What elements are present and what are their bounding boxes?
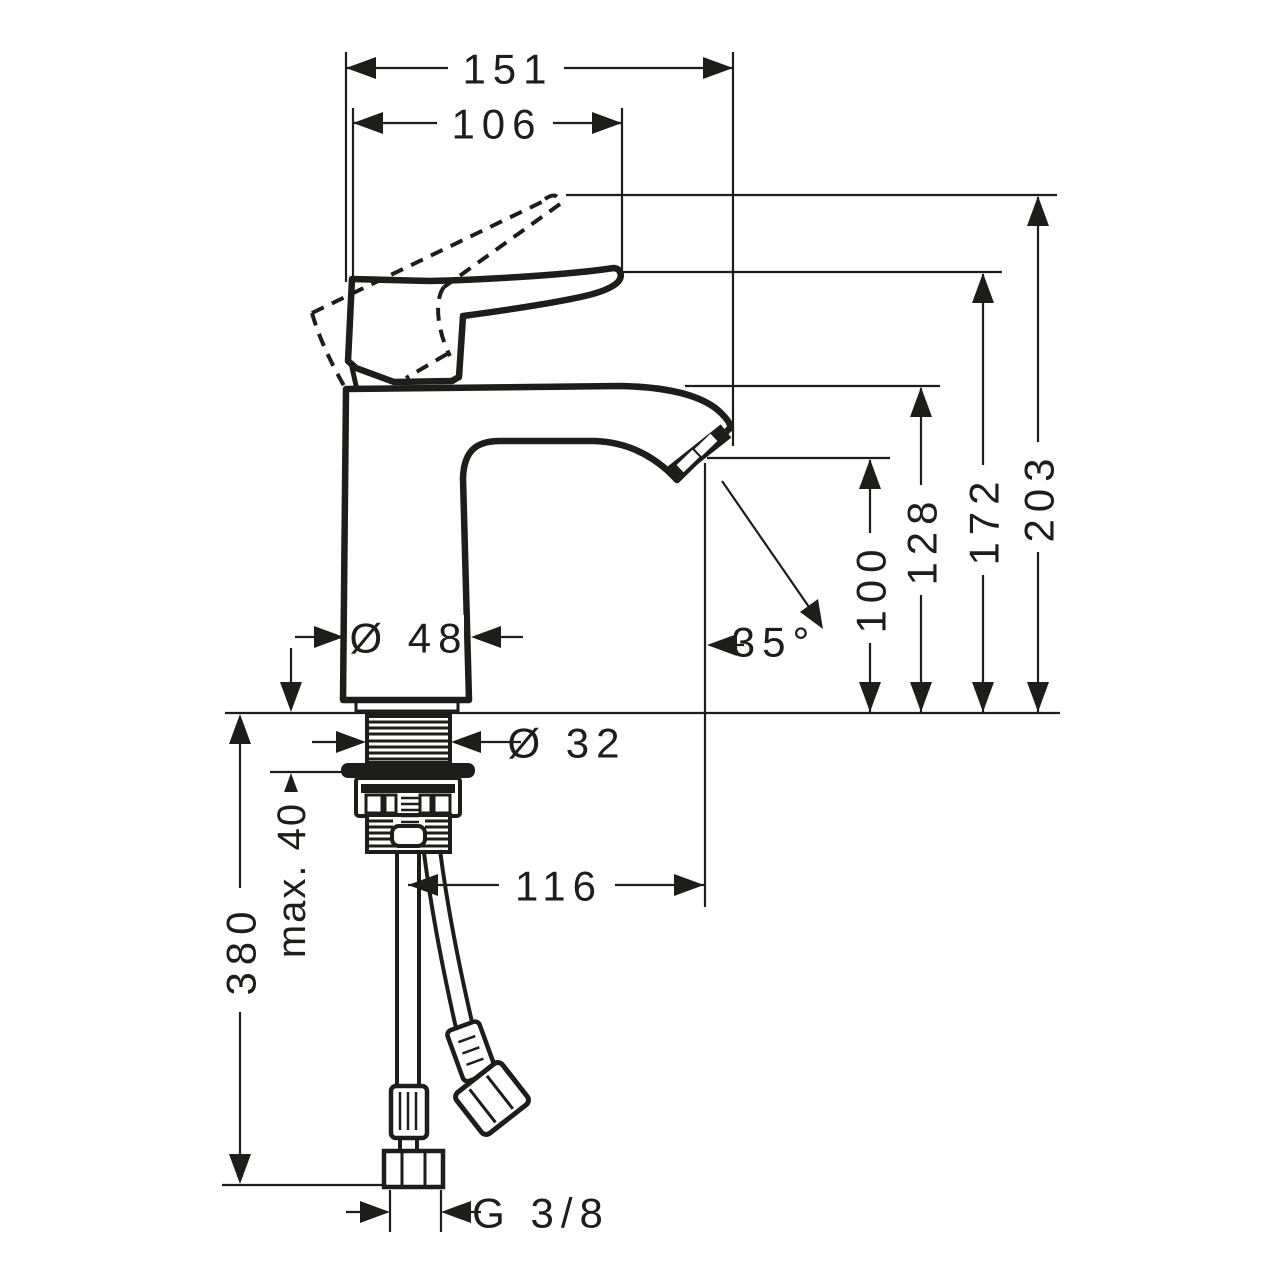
dim-handle-projection-label: 106: [451, 101, 542, 148]
dim-outlet-height-label: 100: [848, 542, 895, 633]
dim-outlet-angle-label: 35°: [732, 619, 817, 666]
dim-max-mounting-thickness: max. 40: [269, 648, 342, 968]
dim-hose-length-label: 380: [218, 904, 265, 995]
dim-spout-height-label: 128: [899, 494, 946, 585]
fixing-screw: [390, 796, 427, 848]
faucet-handle-raised-dashed: [310, 193, 562, 393]
supply-hose-diagonal: [422, 849, 531, 1137]
dim-hose-length: 380: [218, 714, 392, 1187]
dim-body-diameter: Ø 48: [295, 615, 523, 662]
dim-overall-height-label: 203: [1016, 451, 1063, 542]
dim-handle-height: 172: [623, 270, 1008, 712]
dim-connection-thread: G 3/8: [346, 1190, 610, 1237]
dim-outlet-height: 100: [707, 456, 895, 712]
mounting-hardware: [341, 714, 475, 854]
hose-angled-nut: [453, 1060, 531, 1137]
dim-connection-thread-label: G 3/8: [472, 1190, 610, 1237]
aerator: [667, 424, 732, 480]
dim-overall-height: 203: [566, 193, 1063, 712]
dim-max-thickness-label: max. 40: [270, 802, 314, 958]
dim-shank-diameter-label: Ø 32: [507, 720, 626, 767]
faucet-handle: [344, 264, 624, 386]
hose-nut: [381, 1148, 446, 1190]
dim-shank-diameter: Ø 32: [312, 720, 626, 767]
faucet-figure: [310, 193, 734, 1190]
handle-pivot-edge: [348, 362, 360, 391]
dim-outlet-reach: 116: [408, 863, 704, 910]
mounting-flange: [341, 763, 475, 778]
supply-hoses: [381, 849, 531, 1190]
dim-outlet-reach-label: 116: [515, 863, 603, 910]
dim-overall-projection: 151: [344, 46, 735, 446]
dim-handle-height-label: 172: [961, 474, 1008, 565]
faucet-base-step: [354, 701, 460, 713]
dim-outlet-angle: 35°: [707, 480, 823, 666]
dim-body-diameter-label: Ø 48: [349, 615, 468, 662]
supply-hose-vertical: [381, 853, 446, 1190]
dim-spout-top-height: 128: [685, 384, 946, 712]
dim-overall-projection-label: 151: [462, 46, 553, 93]
